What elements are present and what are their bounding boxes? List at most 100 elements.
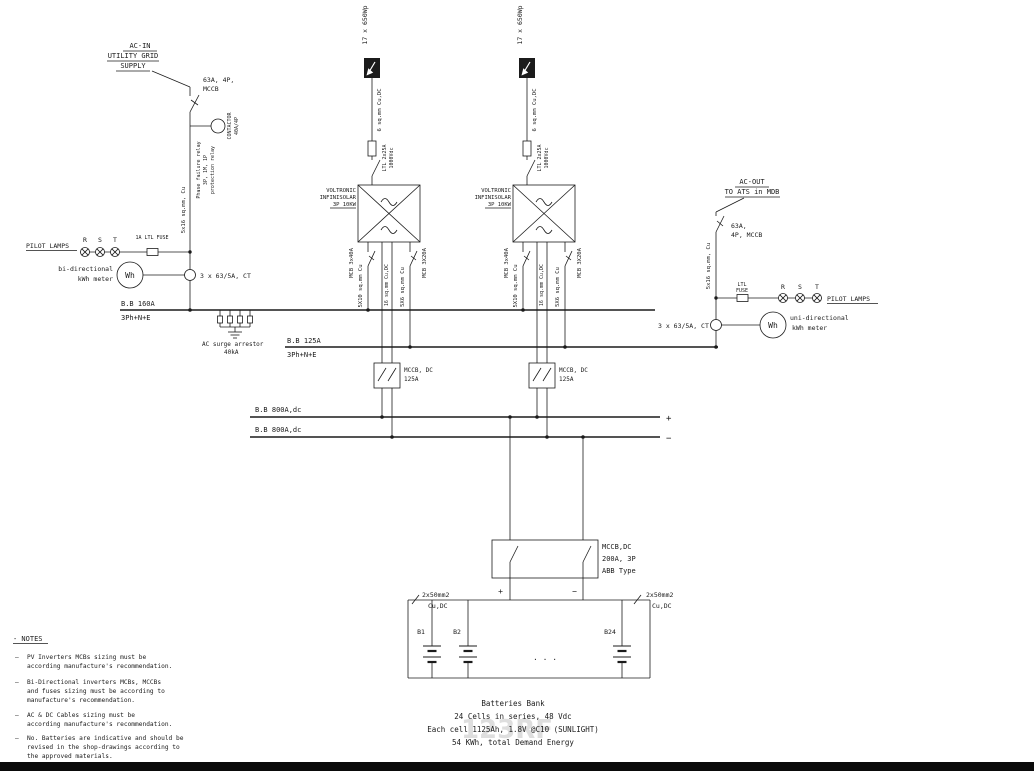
cable-in-label: 5X10 sq.mm Cu [358, 264, 364, 307]
mccb-dc-125-icon [373, 362, 401, 389]
right-ct-label: 3 x 63/5A, CT [658, 322, 709, 330]
mcb-in-icon [522, 250, 531, 267]
bank-caption-line-4: 54 KWh, total Demand Energy [452, 738, 574, 747]
notes-title: - NOTES [13, 635, 43, 643]
left-pilot-lamps-label: PILOT LAMPS [26, 242, 69, 250]
right-meter-label-1: uni-directional [790, 314, 849, 322]
note-2-dash: — [15, 679, 19, 686]
inverter-label-1: VOLTRONIC [481, 188, 511, 194]
contactor-label-2: 40A/4P [234, 117, 240, 135]
note-2-line-3: manufacture's recommendation. [27, 697, 135, 704]
inverter-label-1: VOLTRONIC [326, 188, 356, 194]
bus-160a-sublabel: 3Ph+N+E [121, 314, 151, 322]
pilot-lamp-r-icon [778, 293, 788, 303]
relay-label-3: protection relay [210, 146, 216, 194]
mccb-dc-125-label-2: 125A [404, 376, 419, 383]
battery-dots: . . . [533, 653, 557, 662]
mcb-out-icon [564, 250, 573, 267]
right-meter: Wh 3 x 63/5A, CT uni-directional kWh met… [658, 311, 849, 339]
right-ct-icon [710, 319, 722, 331]
battery-cable-label: 16 sq.mm Cu,DC [539, 264, 545, 306]
dc-bus-plus-sign: + [666, 414, 672, 424]
inverter-label-3: 3P 10KW [333, 202, 357, 208]
battery-cable-label-right-2: Cu,DC [652, 602, 672, 610]
mcb-out-label: MCB 3X20A [422, 247, 428, 277]
unidirectional-kwh-meter-icon: Wh [759, 311, 787, 339]
ac-out-label: AC-OUT [739, 178, 765, 186]
left-meter-symbol: Wh [125, 271, 135, 280]
note-4-line-2: revised in the shop-drawings according t… [27, 744, 180, 751]
left-meter: Wh bi-directional kWh meter 3 x 63/5A, C… [58, 261, 251, 289]
bus-160a-label: B.B 160A [121, 300, 156, 308]
mccb-dc-125-label-2: 125A [559, 376, 574, 383]
cable-in-label: 5X10 sq.mm Cu [513, 264, 519, 307]
left-ct-icon [184, 269, 196, 281]
dc-bus-minus-sign: − [666, 434, 672, 444]
pv-module-icon [519, 58, 535, 78]
pv-branch-1: 17 x 650Wp 6 sq.mm Cu,DC LTL 2x25A 1000V… [320, 5, 433, 437]
contactor-label-1: CONTACTOR [227, 111, 233, 139]
utility-breaker-icon [189, 94, 200, 113]
bank-caption-line-2: 24 Cells in series, 48 Vdc [454, 712, 571, 721]
ground-icon [228, 331, 242, 339]
left-pilot-lamps: 1A LTL FUSE R S T PILOT LAMPS [26, 235, 190, 257]
utility-cable-label: 5x16 sq.mm, Cu [181, 187, 187, 233]
right-lamp-fuse-label-1: LTL [737, 282, 746, 288]
mcb-in-label: MCB 3x40A [349, 247, 355, 277]
cable-out-label: 5X6 sq.mm Cu [555, 267, 561, 307]
left-meter-label-2: kWh meter [78, 275, 113, 283]
right-meter-label-2: kWh meter [792, 324, 827, 332]
surge-arrestor: AC surge arrestor 40kA [202, 310, 264, 356]
ac-out-cable-label: 5x16 sq.mm, Cu [706, 243, 712, 289]
mcb-in-label: MCB 3x40A [504, 247, 510, 277]
dc-bus-pos-label: B.B 800A,dc [255, 406, 301, 414]
pv-array-label: 17 x 650Wp [361, 5, 369, 44]
bank-caption-line-1: Batteries Bank [481, 699, 545, 708]
battery-mccb-label-2: 200A, 3P [602, 555, 636, 563]
battery-mccb-icon [491, 539, 599, 579]
left-phase-r: R [83, 236, 87, 244]
utility-mccb-label-2: MCCB [203, 85, 219, 93]
dc-bus-neg-label: B.B 800A,dc [255, 426, 301, 434]
pv-branch-2: 17 x 650Wp 6 sq.mm Cu,DC LTL 2x25A 1000V… [475, 5, 588, 437]
mcb-out-label: MCB 3X20A [577, 247, 583, 277]
battery-b1-label: B1 [417, 628, 425, 636]
battery-minus-sign: − [572, 587, 577, 596]
mccb-dc-125-label-1: MCCB, DC [559, 367, 588, 374]
right-meter-symbol: Wh [768, 321, 778, 330]
surge-arrestor-label-1: AC surge arrestor [202, 341, 264, 348]
pv-fuse-label-1: LTL 2x25A [382, 144, 388, 171]
dc-buses: B.B 800A,dc + B.B 800A,dc − [250, 406, 672, 444]
bottom-bar [0, 762, 1034, 771]
inverter-icon [357, 184, 421, 243]
cable-out-label: 5X6 sq.mm Cu [400, 267, 406, 307]
pilot-lamp-s-icon [95, 247, 105, 257]
left-ct-label: 3 x 63/5A, CT [200, 272, 251, 280]
note-3-line-2: according manufacture's recommendation. [27, 721, 172, 728]
note-4-dash: — [15, 735, 19, 742]
mccb-dc-125-label-1: MCCB, DC [404, 367, 433, 374]
pv-array-label: 17 x 650Wp [516, 5, 524, 44]
bank-caption-line-3: Each cell 1125Ah, 1.8V @C10 (SUNLIGHT) [427, 725, 599, 734]
utility-mccb-label-1: 63A, 4P, [203, 76, 234, 84]
pilot-lamp-t-icon [812, 293, 822, 303]
ac-out-breaker-icon [715, 215, 725, 233]
inverter-label-3: 3P 10KW [488, 202, 512, 208]
battery-mccb-label-3: ABB Type [602, 567, 636, 575]
right-phase-t: T [815, 283, 819, 291]
pv-fuse-icon [522, 140, 532, 157]
mccb-dc-125-icon [528, 362, 556, 389]
left-meter-label-1: bi-directional [58, 265, 113, 273]
watermark: 123RF [461, 715, 553, 745]
battery-cable-label: 16 sq.mm Cu,DC [384, 264, 390, 306]
bus-125a: B.B 125A 3Ph+N+E [285, 337, 718, 359]
left-lamp-fuse-icon [146, 248, 159, 256]
battery-b24-label: B24 [604, 628, 616, 636]
pv-module-icon [364, 58, 380, 78]
bank-caption: 123RF Batteries Bank 24 Cells in series,… [427, 699, 599, 747]
relay-label-1: Phase failure relay [196, 141, 202, 198]
ac-in-label: AC-IN [129, 42, 150, 50]
battery-b2-label: B2 [453, 628, 461, 636]
